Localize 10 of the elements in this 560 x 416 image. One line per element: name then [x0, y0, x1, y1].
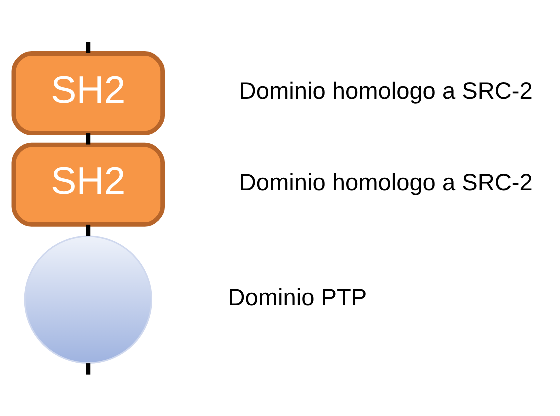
connector — [86, 363, 91, 374]
node-box: SH2 — [12, 51, 166, 136]
node-label: Dominio homologo a SRC-2 — [239, 78, 533, 104]
node-label: Dominio homologo a SRC-2 — [239, 169, 533, 196]
node-circle — [24, 235, 153, 364]
connector — [86, 133, 91, 144]
connector — [86, 42, 91, 53]
node-box: SH2 — [12, 142, 166, 226]
node-label: Dominio PTP — [228, 284, 368, 310]
connector — [86, 224, 91, 236]
